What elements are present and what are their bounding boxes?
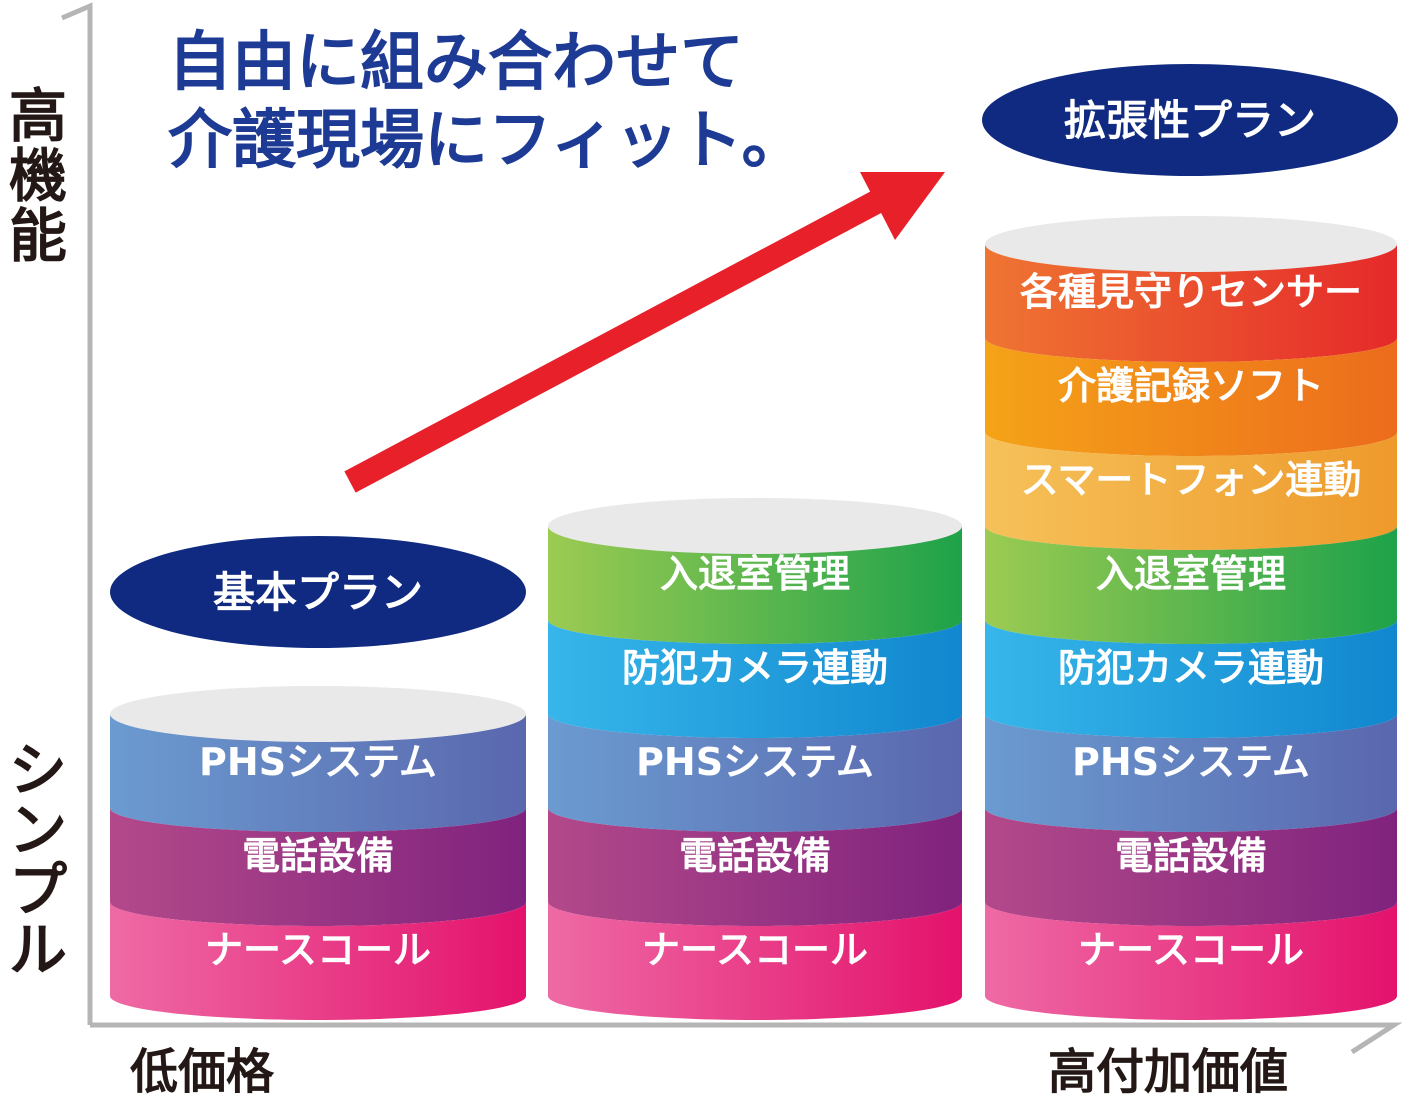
layer-label: 防犯カメラ連動 — [1058, 646, 1324, 690]
layer-label: スマートフォン連動 — [1021, 458, 1362, 502]
badge-ellipse — [110, 536, 526, 648]
stack-top-cap — [110, 686, 526, 742]
plan-stacks: ナースコール電話設備PHSシステム基本プランナースコール電話設備PHSシステム防… — [110, 64, 1398, 1020]
layer-label: 電話設備 — [242, 834, 394, 878]
y-axis-top-label: 高機能 — [9, 82, 67, 270]
layer-band — [985, 244, 1397, 362]
layer-band — [985, 620, 1397, 738]
growth-arrow-icon — [344, 172, 945, 493]
plan-badge-label: 基本プラン — [213, 568, 423, 617]
axes — [61, 2, 1403, 1055]
layer-label: 電話設備 — [1115, 834, 1267, 878]
badge-ellipse — [982, 64, 1398, 176]
stack-top-cap — [985, 216, 1397, 272]
layer-label: ナースコール — [1078, 928, 1304, 972]
layer-label: 防犯カメラ連動 — [622, 646, 888, 690]
layer-band — [548, 620, 962, 738]
layer-label: ナースコール — [642, 928, 868, 972]
layer-band — [110, 902, 526, 1020]
layer-band — [548, 808, 962, 926]
layer-label: ナースコール — [205, 928, 431, 972]
layer-band — [548, 902, 962, 1020]
layer-band — [110, 714, 526, 832]
layer-band — [548, 714, 962, 832]
layer-label: PHSシステム — [199, 740, 437, 784]
layer-band — [985, 902, 1397, 1020]
y-axis-line — [61, 2, 93, 1025]
layer-label: PHSシステム — [1072, 740, 1310, 784]
plan-badge-3: 拡張性プラン — [982, 64, 1398, 176]
layer-band — [985, 808, 1397, 926]
layer-band — [548, 526, 962, 644]
layer-band — [985, 526, 1397, 644]
layer-label: PHSシステム — [636, 740, 874, 784]
layer-label: 入退室管理 — [660, 552, 850, 596]
layer-label: 介護記録ソフト — [1058, 364, 1324, 408]
layer-label: 電話設備 — [679, 834, 831, 878]
headline-line2: 介護現場にフィット。 — [168, 104, 805, 178]
plan-badge-1: 基本プラン — [110, 536, 526, 648]
x-axis-left-label: 低価格 — [130, 1044, 275, 1100]
layer-band — [985, 714, 1397, 832]
headline-line1: 自由に組み合わせて — [168, 26, 744, 100]
y-axis-bottom-label: シンプル — [9, 736, 67, 984]
x-axis-right-label: 高付加価値 — [1048, 1044, 1288, 1100]
layer-band — [985, 338, 1397, 456]
x-axis-line — [90, 1022, 1403, 1055]
plan-badge-label: 拡張性プラン — [1064, 96, 1316, 145]
layer-label: 入退室管理 — [1096, 552, 1286, 596]
stack-top-cap — [548, 498, 962, 554]
layer-band — [110, 808, 526, 926]
layer-band — [985, 432, 1397, 550]
layer-label: 各種見守りセンサー — [1020, 270, 1362, 314]
